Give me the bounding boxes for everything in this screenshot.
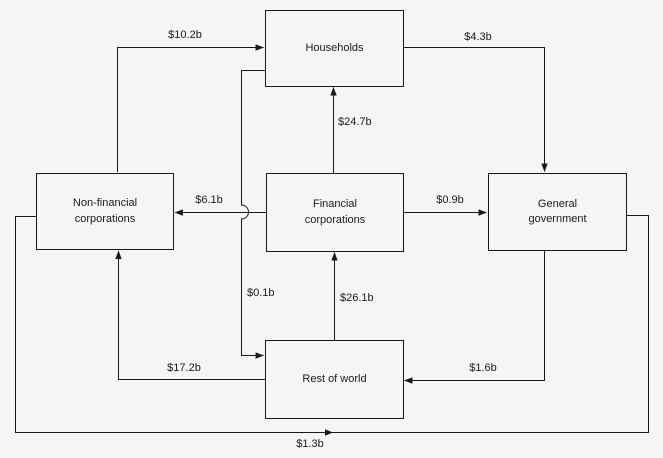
flow-label-rest-of-world-to-nfc: $17.2b — [167, 362, 201, 374]
arrowhead-nfc-to-general-government — [325, 429, 333, 436]
arrow-rest-of-world-to-nfc — [115, 250, 265, 380]
arrow-households-to-rest-of-world — [241, 70, 265, 359]
node-financial-corporations: Financial corporations — [266, 173, 404, 252]
node-general-government: General government — [488, 173, 627, 251]
flow-label-financial-to-households: $24.7b — [338, 116, 372, 128]
node-rest-of-world: Rest of world — [265, 340, 404, 419]
flow-label-nfc-to-general-government: $1.3b — [296, 438, 324, 450]
node-households: Households — [265, 10, 404, 87]
flow-label-financial-to-general-government: $0.9b — [436, 194, 464, 206]
node-non-financial-corporations: Non-financial corporations — [36, 173, 174, 250]
arrow-households-to-general-government — [404, 47, 548, 173]
flow-label-rest-of-world-to-financial: $26.1b — [340, 292, 374, 304]
flow-label-nfc-to-households: $10.2b — [168, 29, 202, 41]
arrow-general-government-to-rest-of-world — [403, 251, 545, 384]
flow-label-households-to-rest-of-world: $0.1b — [247, 287, 275, 299]
flow-label-general-government-to-rest-of-world: $1.6b — [469, 362, 497, 374]
flow-label-households-to-general-government: $4.3b — [464, 31, 492, 43]
arrow-nfc-to-households — [117, 44, 265, 172]
flow-label-financial-to-nfc: $6.1b — [195, 194, 223, 206]
